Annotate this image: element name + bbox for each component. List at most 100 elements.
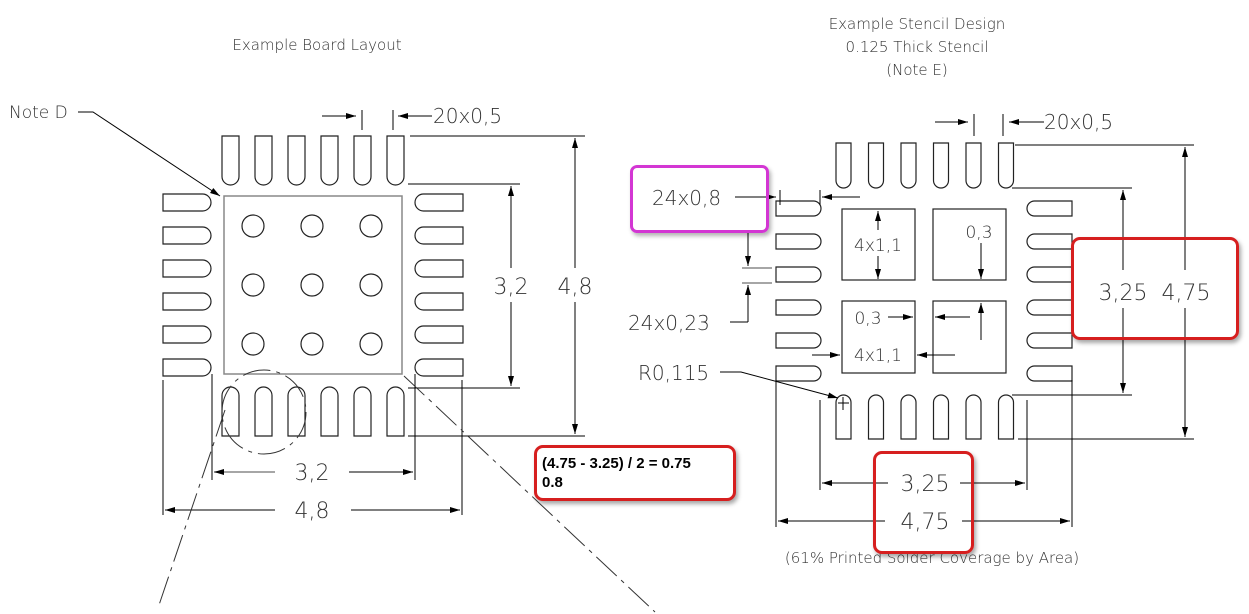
corner-radius-label: R0,115 — [638, 361, 709, 385]
board-pad — [414, 226, 464, 245]
stencil-aperture — [1026, 200, 1073, 217]
thermal-via — [359, 273, 383, 297]
stencil-aperture — [900, 394, 917, 440]
stencil-title-line3: (Note E) — [886, 61, 947, 79]
stencil-aperture — [775, 233, 822, 250]
stencil-pitch-label: 20x0,5 — [1044, 110, 1113, 134]
stencil-aperture — [965, 394, 982, 440]
board-pad — [287, 135, 306, 186]
thermal-via — [300, 214, 324, 238]
thermal-via — [241, 273, 265, 297]
pad-length-highlight — [630, 165, 769, 233]
board-pad — [221, 386, 240, 437]
stencil-aperture — [1026, 332, 1073, 349]
board-pad — [320, 386, 339, 437]
stencil-aperture — [1026, 266, 1073, 283]
board-pad — [414, 292, 464, 311]
detail-circle — [221, 369, 307, 455]
board-pad — [320, 135, 339, 186]
calculation-line2: 0.8 — [542, 474, 563, 491]
thermal-via — [300, 273, 324, 297]
stencil-aperture — [867, 394, 885, 440]
board-pad — [386, 135, 405, 186]
stencil-aperture — [835, 142, 852, 189]
board-pad — [254, 386, 273, 437]
board-pad — [162, 226, 212, 245]
board-pad — [162, 193, 212, 212]
board-inner-width-label: 3,2 — [295, 461, 330, 486]
vertical-dims-highlight — [1071, 237, 1239, 340]
board-outer-height-label: 4,8 — [558, 275, 593, 300]
board-layout: Example Board Layout Note D 20x0,5 3,2 4… — [9, 36, 656, 613]
stencil-right-apertures — [1026, 200, 1073, 382]
center-aperture — [932, 300, 1007, 374]
stencil-aperture — [775, 299, 822, 316]
stencil-outer-width-label: 4,75 — [901, 510, 950, 535]
board-pad — [414, 193, 464, 212]
thermal-via — [359, 332, 383, 356]
board-pad — [162, 292, 212, 311]
board-pad — [221, 135, 240, 186]
coverage-note: (61% Printed Solder Coverage by Area) — [785, 549, 1079, 567]
board-pad — [414, 358, 464, 377]
stencil-aperture — [932, 394, 950, 440]
stencil-aperture — [932, 142, 950, 189]
board-pad — [162, 358, 212, 377]
board-pad — [353, 135, 372, 186]
stencil-aperture — [775, 200, 822, 217]
board-pad — [386, 386, 405, 437]
thermal-via — [241, 214, 265, 238]
stencil-outer-height-label: 4,75 — [1162, 281, 1211, 306]
detail-leader-line — [403, 375, 656, 613]
stencil-bottom-apertures — [835, 394, 1015, 440]
stencil-aperture — [775, 365, 822, 382]
stencil-aperture — [997, 394, 1015, 440]
note-d-leader — [78, 111, 221, 197]
stencil-aperture — [900, 142, 917, 189]
note-d-label: Note D — [9, 103, 68, 123]
stencil-left-apertures — [775, 200, 822, 382]
board-pad — [254, 135, 273, 186]
thermal-via — [300, 332, 324, 356]
calculation-line1: (4.75 - 3.25) / 2 = 0.75 — [542, 455, 691, 472]
stencil-aperture — [775, 266, 822, 283]
stencil-aperture — [965, 142, 982, 189]
thermal-vias — [241, 214, 383, 356]
board-right-pads — [414, 193, 464, 377]
board-pad — [162, 259, 212, 278]
board-left-pads — [162, 193, 212, 377]
pad-width-label: 24x0,23 — [628, 311, 710, 335]
aperture-gap-label-bottom: 0,3 — [854, 309, 881, 329]
thermal-via — [359, 214, 383, 238]
stencil-top-apertures — [835, 142, 1015, 189]
thermal-pad — [223, 195, 403, 375]
horizontal-dims-highlight — [873, 451, 974, 554]
radius-leader — [720, 371, 839, 399]
board-pad — [353, 386, 372, 437]
stencil-inner-height-label: 3,25 — [1099, 281, 1148, 306]
detail-leader-line — [157, 409, 226, 609]
stencil-aperture — [1026, 365, 1073, 382]
stencil-title-line1: Example Stencil Design — [829, 15, 1006, 33]
pad-length-label: 24x0,8 — [652, 186, 721, 210]
stencil-aperture — [867, 142, 885, 189]
center-aperture — [841, 300, 916, 374]
stencil-aperture — [835, 394, 852, 440]
board-pad — [414, 259, 464, 278]
board-inner-height-label: 3,2 — [494, 275, 529, 300]
aperture-gap-label-top: 0,3 — [965, 223, 992, 243]
stencil-aperture — [997, 142, 1015, 189]
thermal-via — [241, 332, 265, 356]
stencil-aperture — [1026, 299, 1073, 316]
board-outer-width-label: 4,8 — [295, 499, 330, 524]
board-pad — [162, 325, 212, 344]
board-pitch-label: 20x0,5 — [433, 104, 502, 128]
board-layout-title: Example Board Layout — [232, 36, 401, 54]
stencil-aperture — [775, 332, 822, 349]
board-bottom-pads — [221, 386, 405, 437]
aperture-size-label-bottom: 4x1,1 — [854, 346, 902, 366]
board-pad — [414, 325, 464, 344]
center-aperture — [932, 208, 1007, 281]
stencil-title-line2: 0.125 Thick Stencil — [846, 38, 989, 56]
